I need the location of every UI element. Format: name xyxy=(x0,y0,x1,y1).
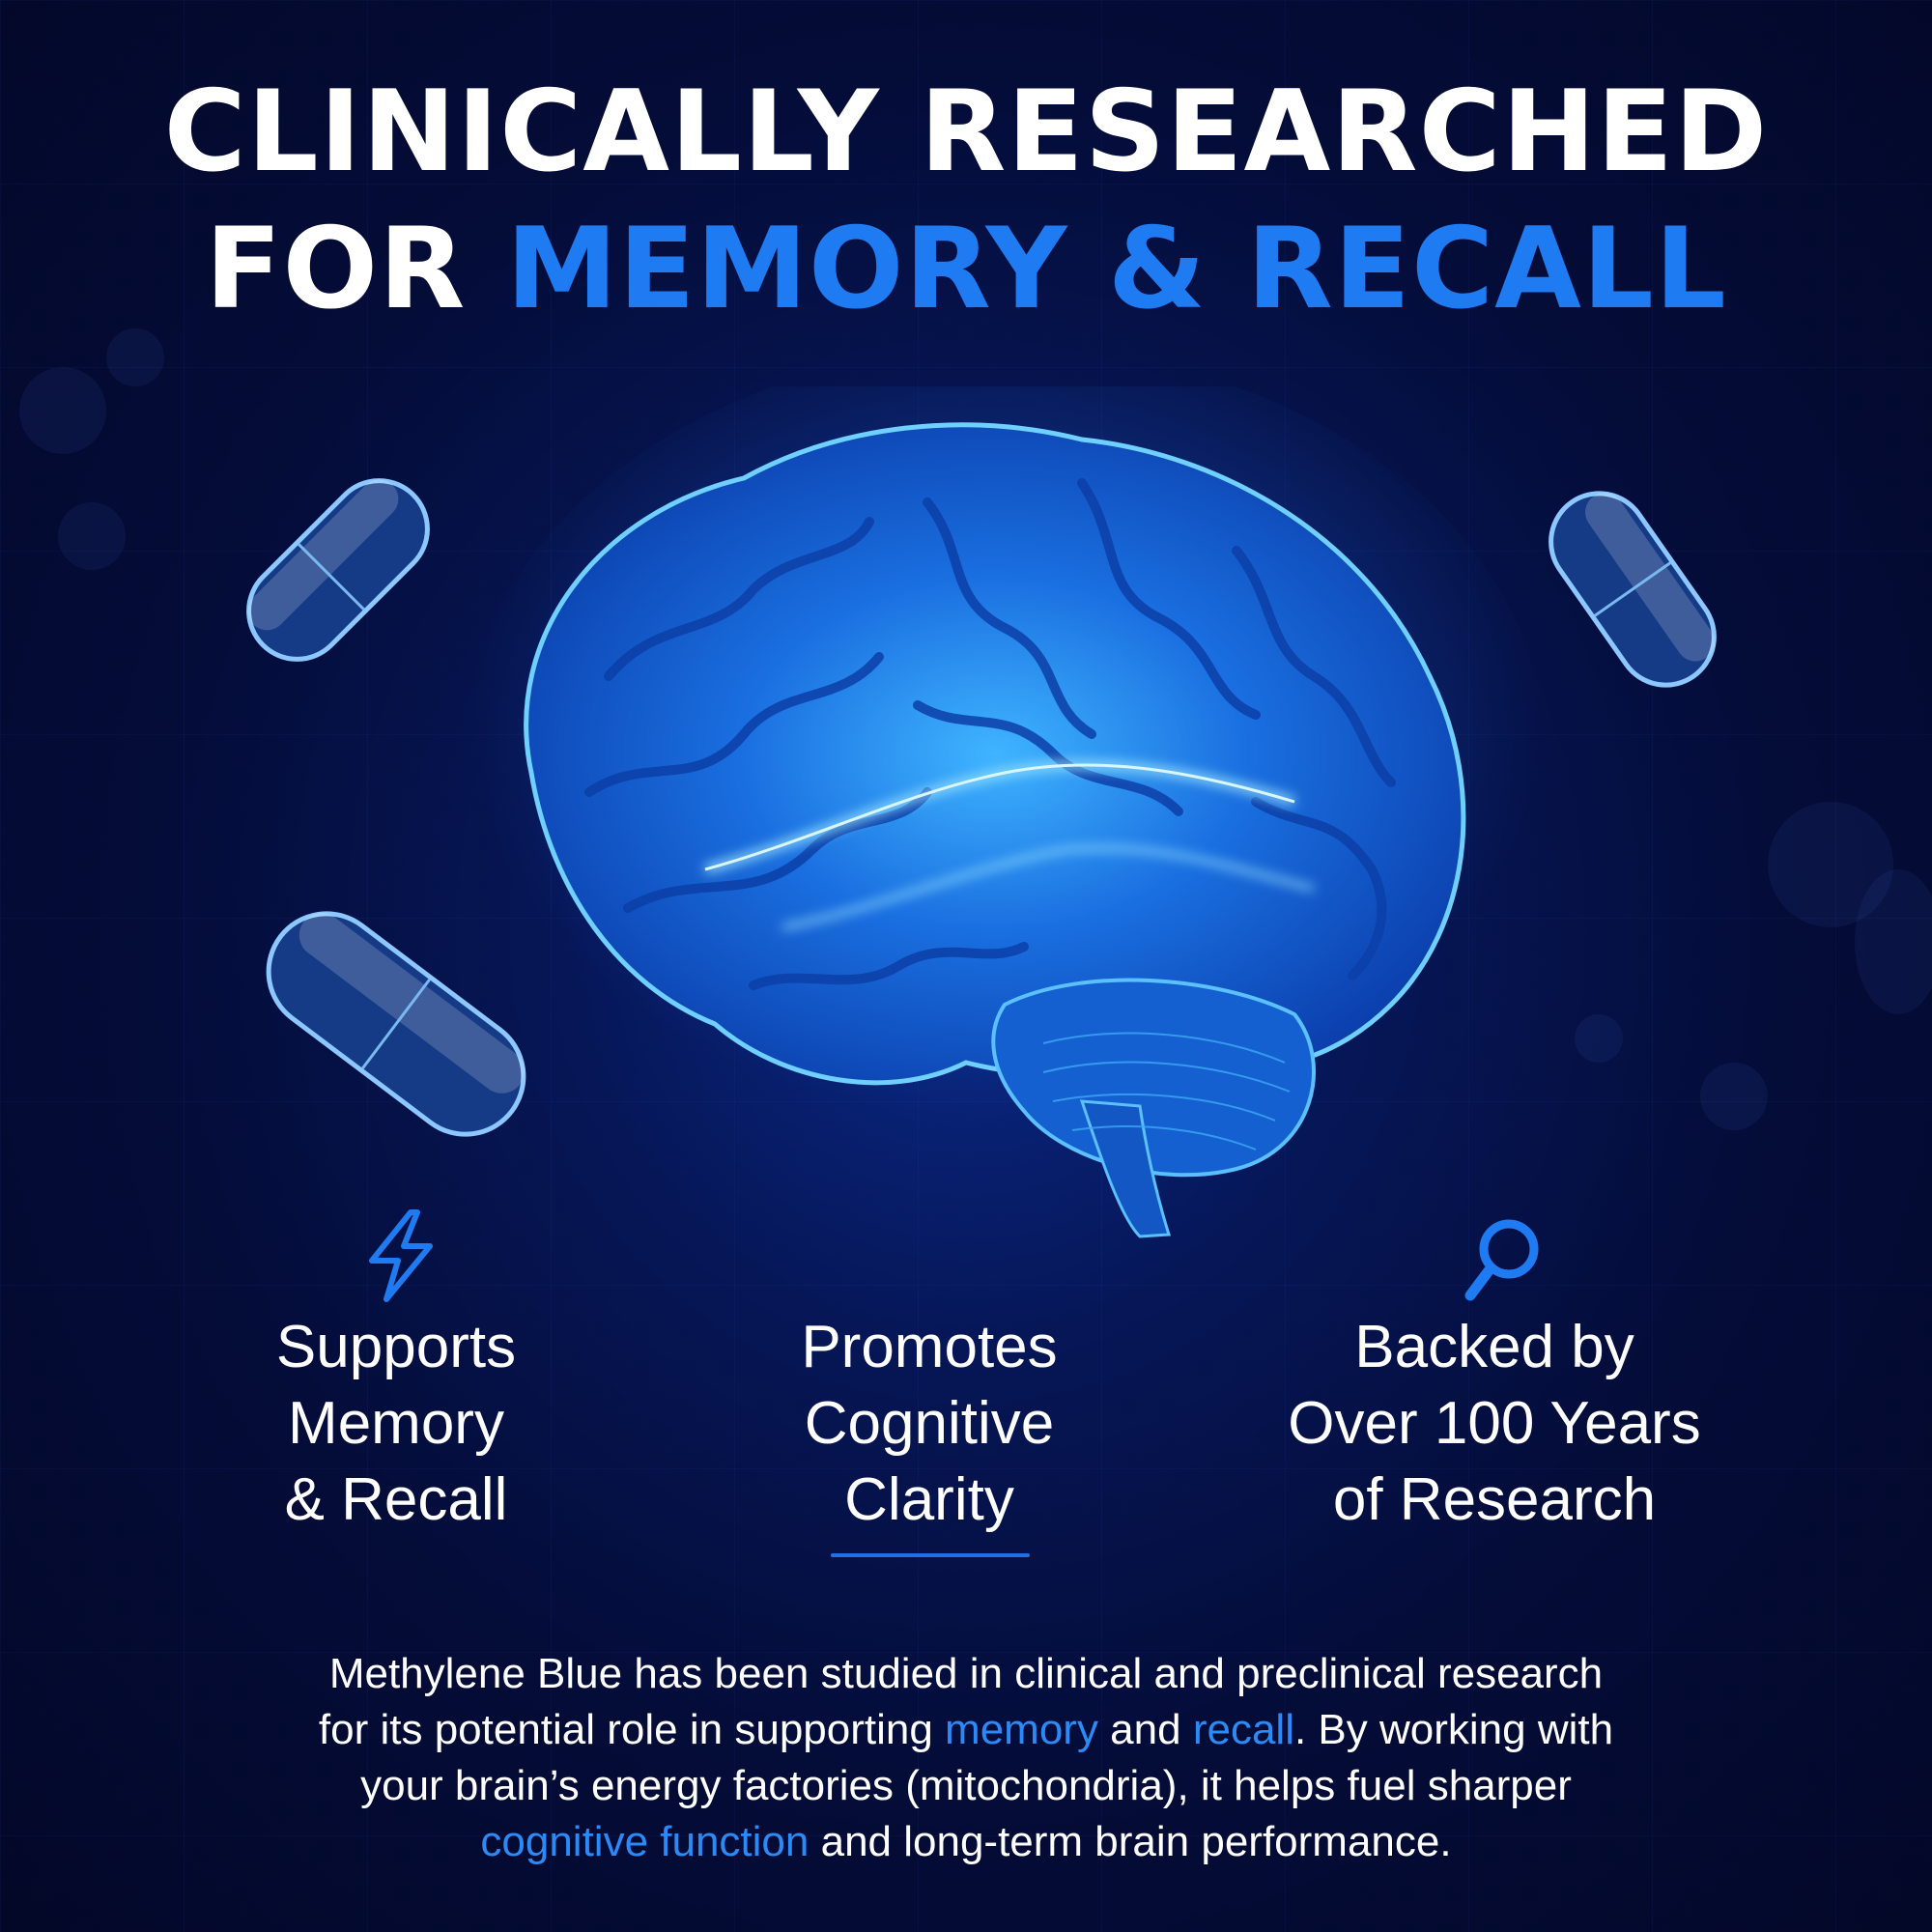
feature-line: Backed by xyxy=(1354,1314,1634,1380)
bokeh-circle xyxy=(1768,802,1893,927)
highlight-recall: recall xyxy=(1192,1706,1294,1753)
feature-memory-recall: Supports Memory & Recall xyxy=(145,1309,647,1538)
description-paragraph: Methylene Blue has been studied in clini… xyxy=(145,1646,1787,1870)
headline: CLINICALLY RESEARCHED FOR MEMORY & RECAL… xyxy=(0,64,1932,338)
headline-prefix: FOR xyxy=(205,204,506,334)
brain-illustration xyxy=(464,348,1546,1256)
bokeh-circle xyxy=(1700,1063,1768,1130)
description-text: and xyxy=(1097,1706,1193,1753)
capsule-top-right xyxy=(1507,454,1758,728)
description-line-1: Methylene Blue has been studied in clini… xyxy=(328,1650,1604,1697)
magnifying-glass-icon xyxy=(1459,1212,1546,1313)
description-text: and long-term brain performance. xyxy=(809,1818,1452,1865)
description-text: for its potential role in supporting xyxy=(318,1706,946,1753)
feature-line: Supports xyxy=(275,1314,517,1380)
bokeh-circle xyxy=(1575,1014,1623,1063)
bokeh-circle xyxy=(19,367,106,454)
description-text: . By working with xyxy=(1293,1706,1614,1753)
capsule-top-left xyxy=(213,444,464,699)
headline-line-2: FOR MEMORY & RECALL xyxy=(0,201,1932,338)
feature-line: Clarity xyxy=(844,1466,1014,1533)
capsule-bottom-left xyxy=(242,869,551,1182)
feature-cognitive-clarity: Promotes Cognitive Clarity xyxy=(678,1309,1180,1538)
description-line-3: your brain’s energy factories (mitochond… xyxy=(360,1762,1572,1809)
feature-research: Backed by Over 100 Years of Research xyxy=(1243,1309,1746,1538)
feature-line: of Research xyxy=(1332,1466,1657,1533)
brain-icon xyxy=(464,348,1546,1238)
bokeh-circle xyxy=(106,328,164,386)
bokeh-circle xyxy=(58,502,126,570)
feature-line: Promotes xyxy=(801,1314,1058,1380)
highlight-cognitive-function: cognitive function xyxy=(480,1818,810,1865)
description-line-2: for its potential role in supporting mem… xyxy=(145,1702,1787,1758)
highlight-memory: memory xyxy=(945,1706,1098,1753)
feature-line: Memory xyxy=(288,1390,504,1457)
feature-line: Over 100 Years xyxy=(1288,1390,1701,1457)
description-line-4: cognitive function and long-term brain p… xyxy=(145,1814,1787,1870)
headline-line-1: CLINICALLY RESEARCHED xyxy=(163,67,1769,197)
feature-line: & Recall xyxy=(284,1466,508,1533)
bokeh-circle xyxy=(1855,869,1932,1014)
feature-underline xyxy=(831,1553,1030,1557)
feature-line: Cognitive xyxy=(804,1390,1055,1457)
lightning-bolt-icon xyxy=(357,1208,444,1308)
headline-accent: MEMORY & RECALL xyxy=(505,204,1727,334)
